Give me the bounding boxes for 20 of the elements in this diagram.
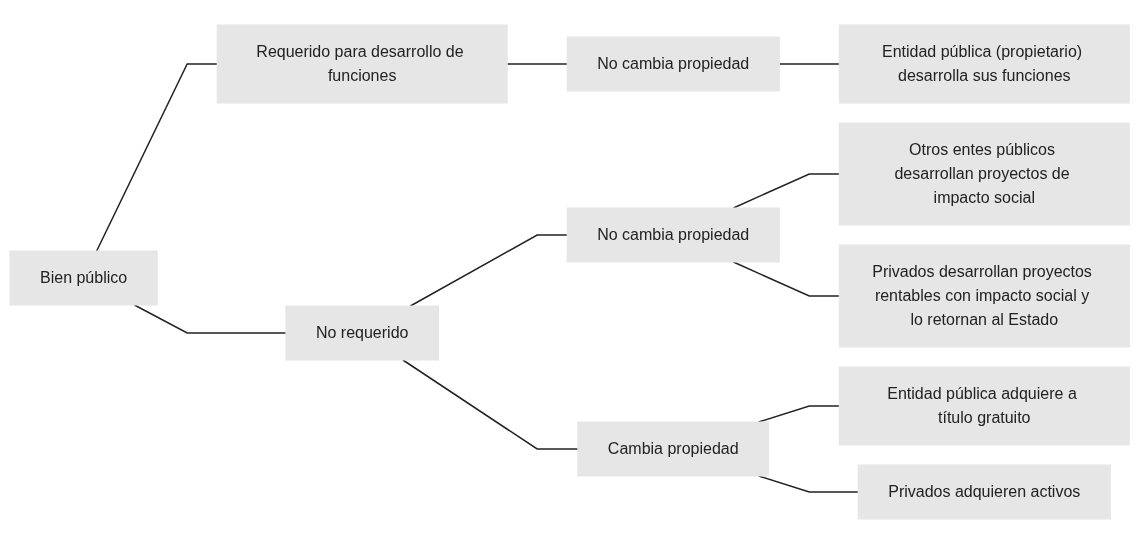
- node-box: Privados desarrollan proyectos rentables con impacto social y lo retornan al Estado: [839, 244, 1131, 347]
- connector: [733, 260, 841, 297]
- node-box: Entidad pública adquiere a título gratuito: [839, 366, 1131, 445]
- connector: [402, 358, 579, 450]
- connector: [96, 62, 219, 252]
- connector: [134, 303, 288, 334]
- node-box: Cambia propiedad: [577, 421, 770, 476]
- connector: [733, 172, 841, 209]
- node-box: Requerido para desarrollo de funciones: [217, 24, 509, 103]
- node-box: Privados adquieren activos: [858, 464, 1112, 519]
- connector: [410, 233, 569, 307]
- node-box: No requerido: [285, 305, 440, 360]
- connector: [778, 62, 841, 65]
- node-box: No cambia propiedad: [567, 36, 781, 91]
- connector: [506, 62, 569, 65]
- connector: [758, 474, 860, 493]
- node-box: Otros entes públicos desarrollan proyectos de impacto social: [839, 122, 1131, 225]
- node-box: No cambia propiedad: [567, 207, 781, 262]
- node-box: Entidad pública (propietario) desarrolla sus funciones: [839, 24, 1131, 103]
- node-box: Bien público: [9, 250, 159, 305]
